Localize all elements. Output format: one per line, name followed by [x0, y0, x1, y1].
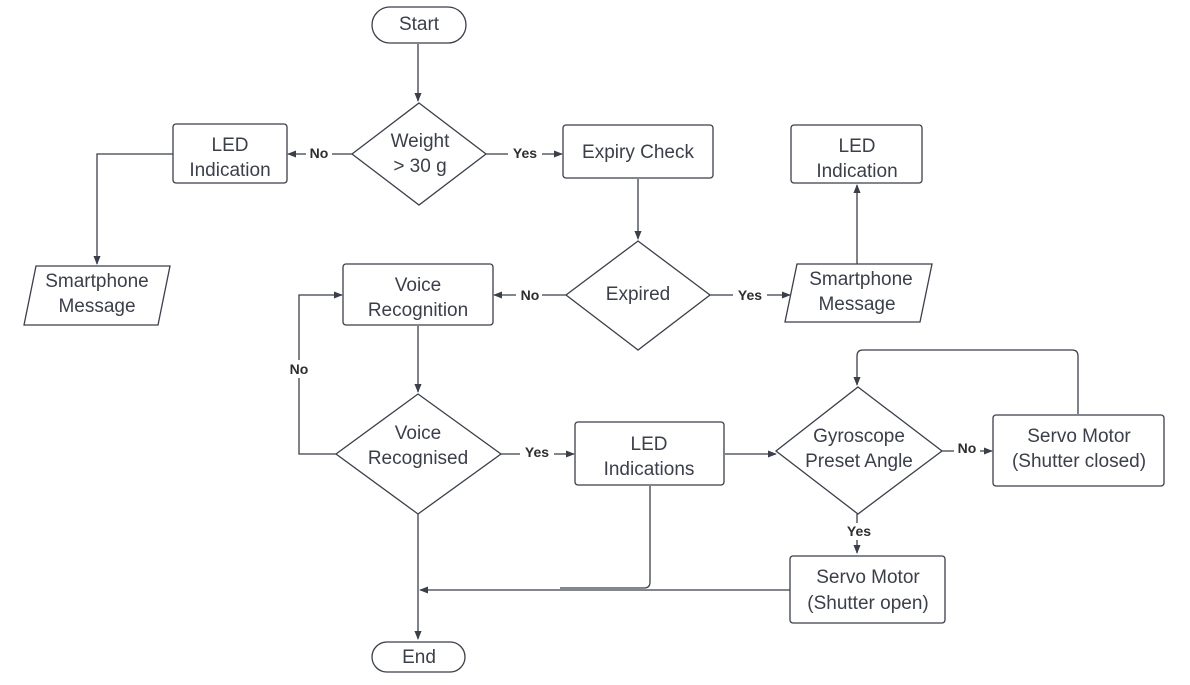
- voice-recognition-box: [342, 263, 494, 326]
- servo-closed-label-1: Servo Motor: [1027, 426, 1131, 447]
- edge-label-voice-yes: Yes: [525, 444, 549, 460]
- voice-recognised-label-2: Recognised: [368, 448, 468, 469]
- led-indication-left-label-2: Indication: [189, 160, 270, 181]
- edge-label-weight-no: No: [310, 145, 329, 161]
- gyroscope-label-1: Gyroscope: [813, 426, 905, 447]
- led-indication-right-box: [790, 124, 923, 184]
- start-terminal: [371, 6, 467, 44]
- led-indications-label-2: Indications: [604, 459, 695, 480]
- servo-closed-box: [992, 414, 1165, 487]
- servo-open-label-1: Servo Motor: [816, 567, 920, 588]
- edge-servo-closed-loop: [853, 349, 1079, 414]
- weight-label-1: Weight: [391, 131, 451, 152]
- servo-open-box: [789, 555, 946, 624]
- gyroscope-decision: [774, 386, 944, 515]
- smartphone-message-right-box: [784, 263, 933, 323]
- edge-label-expired-no: No: [521, 287, 540, 303]
- voice-recognition-label-2: Recognition: [368, 300, 468, 321]
- voice-recognition-label-1: Voice: [395, 275, 441, 296]
- led-indication-left-box: [172, 123, 288, 184]
- servo-closed-label-2: (Shutter closed): [1012, 451, 1146, 472]
- weight-decision: [350, 102, 488, 206]
- smartphone-message-left-box: [23, 265, 171, 326]
- voice-recognised-label-1: Voice: [395, 423, 441, 444]
- expired-label: Expired: [606, 284, 670, 305]
- led-indication-right-label-1: LED: [839, 136, 876, 157]
- edge-label-gyro-no: No: [958, 440, 977, 456]
- expired-decision: [564, 240, 712, 351]
- servo-open-label-2: (Shutter open): [807, 593, 928, 614]
- led-indication-right-label-2: Indication: [816, 161, 897, 182]
- edge-label-weight-yes: Yes: [513, 145, 537, 161]
- expiry-check-box: [562, 124, 714, 179]
- smartphone-left-label-2: Message: [58, 296, 135, 317]
- end-label: End: [402, 647, 436, 668]
- smartphone-right-label-1: Smartphone: [809, 269, 913, 290]
- led-indications-box: [574, 421, 725, 486]
- led-indications-label-1: LED: [631, 434, 668, 455]
- end-terminal: [371, 641, 466, 673]
- gyroscope-label-2: Preset Angle: [805, 451, 913, 472]
- edge-label-expired-yes: Yes: [738, 287, 762, 303]
- start-label: Start: [399, 14, 440, 35]
- led-indication-left-label-1: LED: [212, 135, 249, 156]
- expiry-check-label: Expiry Check: [582, 142, 694, 163]
- smartphone-left-label-1: Smartphone: [45, 271, 149, 292]
- edge-led-to-smartphone-left: [93, 153, 173, 265]
- edge-label-voice-no: No: [290, 361, 309, 377]
- edge-label-gyro-yes: Yes: [847, 523, 871, 539]
- smartphone-right-label-2: Message: [818, 294, 895, 315]
- edge-led-indications-down: [560, 486, 651, 589]
- voice-recognised-decision: [334, 393, 503, 515]
- weight-label-2: > 30 g: [393, 156, 446, 177]
